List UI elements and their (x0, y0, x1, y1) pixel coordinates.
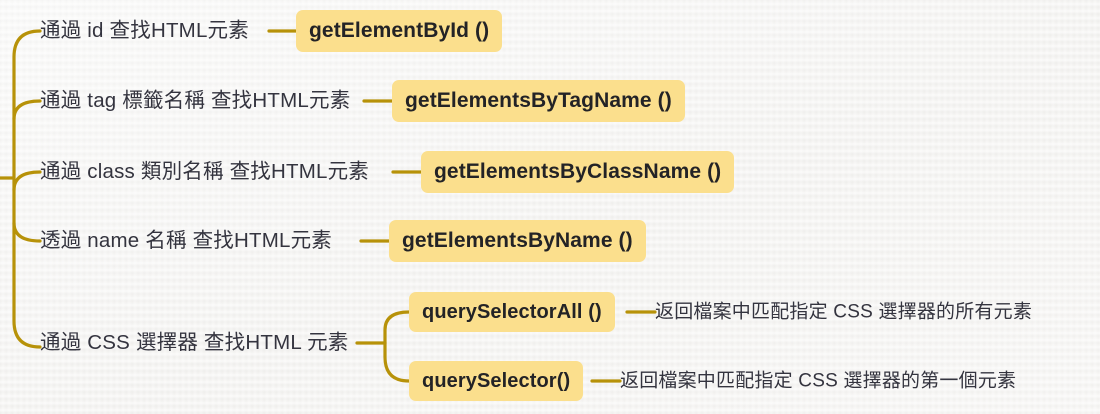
branch-elbow-2-path (12, 99, 42, 121)
branch-label-css-selector: 通過 CSS 選擇器 查找HTML 元素 (40, 330, 349, 354)
description-query-selector: 返回檔案中匹配指定 CSS 選擇器的第一個元素 (620, 370, 1017, 392)
root-spine-path (12, 29, 42, 349)
branch-label-class: 通過 class 類別名稱 查找HTML元素 (40, 159, 369, 183)
branch-label-id: 通過 id 查找HTML元素 (40, 18, 249, 42)
branch-elbow-3-path (12, 170, 42, 192)
branch-elbow-4-path (12, 221, 42, 243)
method-chip-get-elements-by-tag-name[interactable]: getElementsByTagName () (392, 80, 685, 122)
description-query-selector-all: 返回檔案中匹配指定 CSS 選擇器的所有元素 (655, 301, 1033, 323)
css-sub-branch-upper-path (383, 310, 411, 345)
method-chip-get-elements-by-class-name[interactable]: getElementsByClassName () (421, 151, 735, 193)
method-chip-query-selector-all[interactable]: querySelectorAll () (409, 292, 615, 332)
css-sub-branch-lower-path (383, 341, 411, 383)
branch-label-name: 透過 name 名稱 查找HTML元素 (40, 228, 332, 252)
method-chip-query-selector[interactable]: querySelector() (409, 361, 584, 401)
branch-label-tag: 通過 tag 標籤名稱 查找HTML元素 (40, 88, 351, 112)
method-chip-get-element-by-id[interactable]: getElementById () (296, 10, 503, 52)
method-chip-get-elements-by-name[interactable]: getElementsByName () (389, 220, 646, 262)
